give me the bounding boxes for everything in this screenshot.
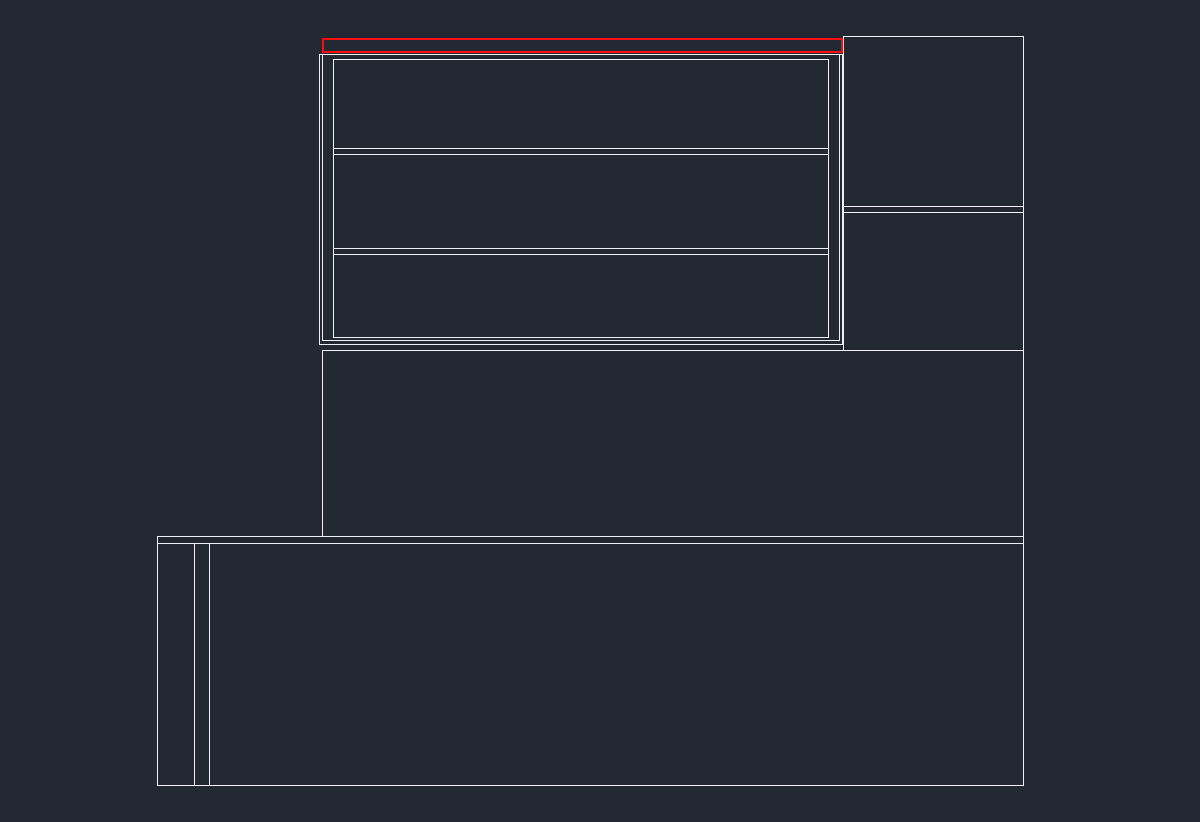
desk-body-box[interactable] — [157, 536, 1024, 786]
desk-top-inner-edge[interactable] — [157, 543, 1024, 545]
riser-back-panel[interactable] — [322, 350, 1024, 537]
desk-side-panel-line-a[interactable] — [194, 543, 196, 786]
right-cabinet-divider[interactable] — [844, 206, 1024, 213]
hutch-face-frame[interactable] — [322, 54, 840, 341]
hutch-inner-box[interactable] — [333, 59, 829, 338]
right-cabinet-box[interactable] — [843, 36, 1024, 350]
selected-crown-strip[interactable] — [322, 38, 843, 53]
hutch-shelf-lower[interactable] — [334, 248, 828, 255]
desk-side-panel-line-b[interactable] — [209, 543, 211, 786]
hutch-outer-box[interactable] — [319, 54, 843, 345]
hutch-shelf-upper[interactable] — [334, 148, 828, 155]
